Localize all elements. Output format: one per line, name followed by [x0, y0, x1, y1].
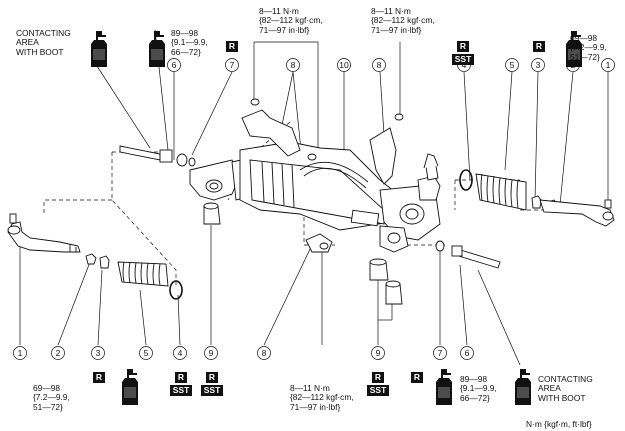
sst-tag: SST: [452, 54, 474, 65]
callout-circle: [460, 346, 474, 360]
torque-spec-locknut-bottom-left: 69—98 {7.2—9.9, 51—72}: [33, 383, 70, 412]
callout-number: 9: [376, 348, 381, 358]
contacting-area-label-right: CONTACTING AREA WITH BOOT: [538, 374, 593, 403]
callout-circle: [505, 58, 519, 72]
callout-circle: [286, 58, 300, 72]
callout-number: 9: [209, 348, 214, 358]
callout-circle: [371, 346, 385, 360]
callout-number: 4: [178, 348, 183, 358]
callout-circle: [91, 346, 105, 360]
torque-spec-tie-rod-right: 89—98 {9.1—9.9, 66—72}: [460, 374, 497, 403]
replace-tag: R: [411, 372, 423, 383]
torque-spec-bracket-top-right: 8—11 N·m {82—112 kgf·cm, 71—97 in·lbf}: [371, 6, 435, 35]
grease-bottle-icon: [91, 31, 107, 67]
callout-circle: [51, 346, 65, 360]
callout-number: 3: [536, 60, 541, 70]
replace-tag: R: [372, 372, 384, 383]
callout-circle: [531, 58, 545, 72]
callout-number: 5: [144, 348, 149, 358]
callout-circle: [337, 58, 351, 72]
callout-number: 1: [606, 60, 611, 70]
torque-spec-bracket-top-left: 8—11 N·m {82—112 kgf·cm, 71—97 in·lbf}: [259, 6, 323, 35]
callout-circle: [204, 346, 218, 360]
callout-circle: [225, 58, 239, 72]
callout-number: 6: [172, 60, 177, 70]
torque-spec-bracket-bottom: 8—11 N·m {82—112 kgf·cm, 71—97 in·lbf}: [290, 383, 354, 412]
sst-tag: SST: [201, 385, 223, 396]
callout-circle: [173, 346, 187, 360]
callout-circle: [167, 58, 181, 72]
grease-bottle-icon: [515, 369, 531, 405]
callout-number: 6: [465, 348, 470, 358]
replace-tag: R: [533, 41, 545, 52]
callout-number: 8: [377, 60, 382, 70]
contacting-area-label-left: CONTACTING AREA WITH BOOT: [16, 28, 71, 57]
callout-number: 5: [510, 60, 515, 70]
callout-circle: [139, 346, 153, 360]
replace-tag: R: [226, 41, 238, 52]
callout-circle: [601, 58, 615, 72]
torque-spec-tie-rod-left: 89—98 {9.1—9.9, 66—72}: [171, 28, 208, 57]
callout-circle: [13, 346, 27, 360]
replace-tag: R: [175, 372, 187, 383]
sst-tag: SST: [367, 385, 389, 396]
callout-number: 10: [339, 60, 349, 70]
sst-tag: SST: [170, 385, 192, 396]
replace-tag: R: [93, 372, 105, 383]
callout-number: 8: [262, 348, 267, 358]
callout-number: 8: [291, 60, 296, 70]
grease-bottle-icon: [149, 31, 165, 67]
replace-tag: R: [457, 41, 469, 52]
callout-number: 2: [56, 348, 61, 358]
callout-number: 1: [18, 348, 23, 358]
units-legend: N·m {kgf·m, ft·lbf}: [526, 419, 592, 429]
callout-circle: [372, 58, 386, 72]
callout-number: 7: [230, 60, 235, 70]
callout-number: 4: [462, 60, 467, 70]
grease-bottle-icon: [436, 369, 452, 405]
replace-tag: R: [206, 372, 218, 383]
callout-circle: [257, 346, 271, 360]
callout-number: 3: [96, 348, 101, 358]
grease-bottle-icon: [122, 369, 138, 405]
callout-number: 7: [438, 348, 443, 358]
torque-spec-locknut-top-right: 69—98 {7.2—9.9, 51—72}: [570, 33, 607, 62]
callout-circle: [433, 346, 447, 360]
